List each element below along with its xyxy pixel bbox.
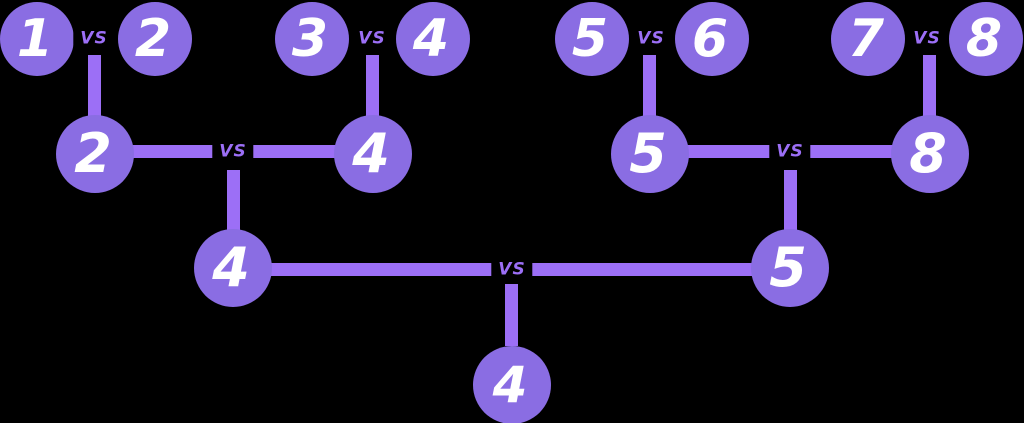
r1-m4-team-a-node: 7 xyxy=(831,2,905,76)
team-number: 4 xyxy=(352,122,390,185)
r1-m4-team-b-node: 8 xyxy=(949,2,1023,76)
r1-m2-team-b-node: 4 xyxy=(396,2,470,76)
r2-m2-team-a-node: 5 xyxy=(611,115,689,193)
vs-label-r1-m2: VS xyxy=(351,28,393,50)
team-number: 6 xyxy=(691,9,729,69)
vs-label-r2-m1: VS xyxy=(212,141,254,163)
connector-r1-match2 xyxy=(366,55,379,118)
vs-label-r1-m4: VS xyxy=(906,28,948,50)
team-number: 2 xyxy=(134,9,172,69)
champion-number: 4 xyxy=(492,356,528,414)
connector-r2-match1 xyxy=(227,170,240,232)
team-number: 8 xyxy=(965,9,1003,69)
r1-m3-team-b-node: 6 xyxy=(675,2,749,76)
team-number: 3 xyxy=(291,9,329,69)
vs-label-final: VS xyxy=(491,259,533,281)
team-number: 8 xyxy=(909,122,947,185)
vs-label-r1-m3: VS xyxy=(630,28,672,50)
r2-m1-team-a-node: 2 xyxy=(56,115,134,193)
team-number: 5 xyxy=(629,122,667,185)
connector-final-champion xyxy=(505,284,518,346)
final-team-a-node: 4 xyxy=(194,229,272,307)
vs-label-r1-m1: VS xyxy=(73,28,115,50)
team-number: 2 xyxy=(74,122,112,185)
team-number: 7 xyxy=(847,9,885,69)
team-number: 4 xyxy=(412,9,450,69)
r1-m1-team-b-node: 2 xyxy=(118,2,192,76)
connector-r1-match4 xyxy=(923,55,936,118)
r1-m2-team-a-node: 3 xyxy=(275,2,349,76)
team-number: 5 xyxy=(571,9,609,69)
connector-r1-match1 xyxy=(88,55,101,118)
team-number: 5 xyxy=(769,236,807,299)
vs-label-r2-m2: VS xyxy=(769,141,811,163)
connector-r1-match3 xyxy=(643,55,656,118)
connector-r2-match2 xyxy=(784,170,797,232)
team-number: 4 xyxy=(212,236,250,299)
r1-m1-team-a-node: 1 xyxy=(0,2,74,76)
r2-m2-team-b-node: 8 xyxy=(891,115,969,193)
champion-node: 4 xyxy=(473,346,551,423)
team-number: 1 xyxy=(16,9,54,69)
final-team-b-node: 5 xyxy=(751,229,829,307)
r2-m1-team-b-node: 4 xyxy=(334,115,412,193)
r1-m3-team-a-node: 5 xyxy=(555,2,629,76)
